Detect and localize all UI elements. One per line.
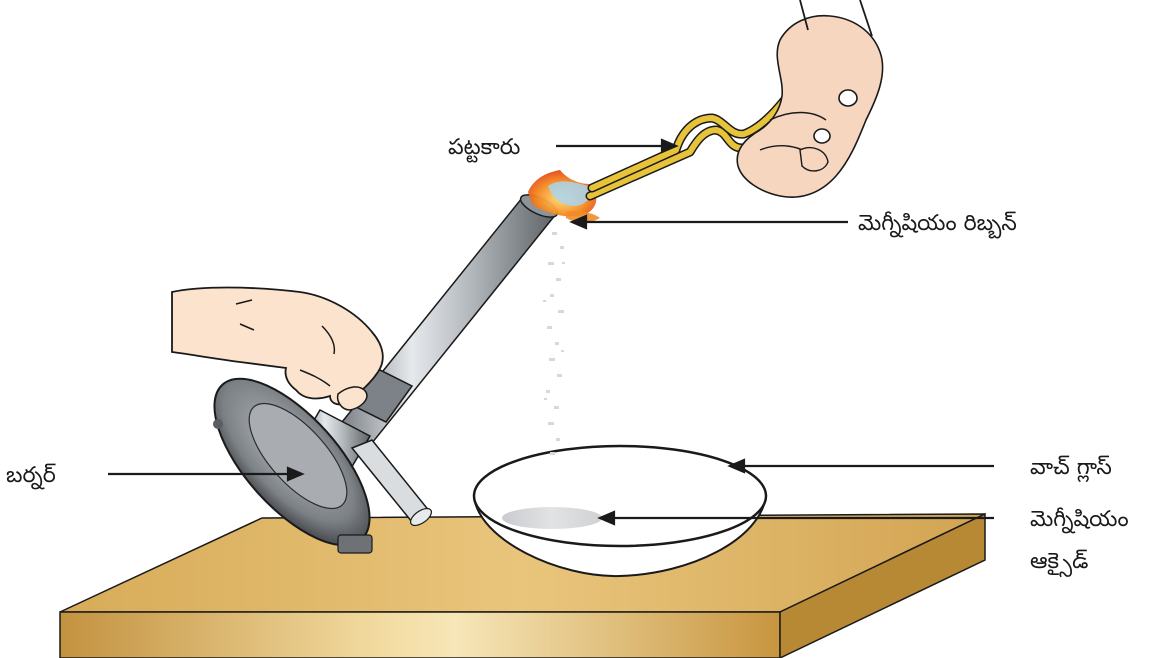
label-magnesium-oxide-line1: మెగ్నీషియం	[1030, 507, 1129, 534]
label-watch-glass: వాచ్ గ్లాస్	[1030, 455, 1112, 483]
label-magnesium-oxide-line2: ఆక్సైడ్	[1030, 549, 1088, 577]
table-front	[60, 612, 780, 658]
label-magnesium-ribbon: మెగ్నీషియం రిబ్బన్	[858, 211, 1017, 239]
falling-ash	[543, 232, 565, 455]
magnesium-oxide-powder	[502, 507, 602, 529]
label-tongs: పట్టకారు	[448, 135, 520, 163]
hand-holding-tongs	[737, 0, 882, 197]
label-burner: బర్నర్	[6, 463, 56, 490]
